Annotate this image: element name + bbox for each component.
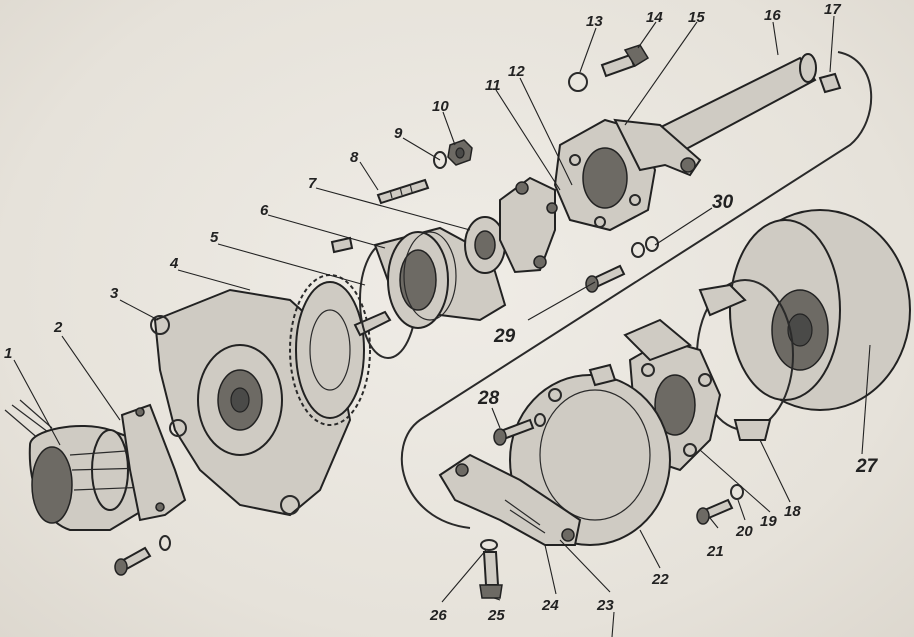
label-21: 21 <box>706 543 724 560</box>
label-30: 30 <box>712 192 734 213</box>
label-2: 2 <box>53 319 63 336</box>
label-6: 6 <box>260 202 269 219</box>
part-2-flange <box>120 403 187 522</box>
label-25: 25 <box>487 607 505 624</box>
part-17-key <box>818 72 842 94</box>
label-28: 28 <box>477 388 500 409</box>
part-labels: 1 2 3 4 5 6 7 8 9 10 11 12 13 14 15 16 1… <box>4 1 879 624</box>
key-small <box>330 236 354 254</box>
part-10-nut <box>447 139 473 166</box>
label-19: 19 <box>760 513 777 530</box>
label-14: 14 <box>646 9 663 26</box>
label-9: 9 <box>394 125 403 142</box>
label-5: 5 <box>210 229 219 246</box>
part-27-drum <box>729 209 911 411</box>
part-13-washer <box>568 72 588 92</box>
part-30-washers <box>631 236 659 258</box>
label-18: 18 <box>784 503 801 520</box>
label-10: 10 <box>432 98 449 115</box>
part-9-washer <box>433 151 447 169</box>
label-20: 20 <box>735 523 753 540</box>
part-29-bolt <box>585 264 626 293</box>
part-21-bolt <box>696 498 734 525</box>
part-20-washer <box>730 484 744 500</box>
part-7-bearing <box>464 216 506 274</box>
part-23-lever <box>438 453 582 546</box>
label-12: 12 <box>508 63 525 80</box>
part-28-bolt <box>493 413 546 446</box>
label-11: 11 <box>485 77 501 94</box>
part-25-bolt <box>479 551 503 599</box>
label-4: 4 <box>169 255 179 272</box>
part-11-yoke <box>499 176 558 274</box>
leader-lines <box>13 15 871 637</box>
label-1: 1 <box>4 345 12 362</box>
label-29: 29 <box>493 326 516 347</box>
bolt-lower-left <box>114 535 171 576</box>
label-23: 23 <box>596 597 614 614</box>
label-27: 27 <box>855 456 879 477</box>
label-7: 7 <box>308 175 317 192</box>
label-15: 15 <box>688 9 705 26</box>
label-13: 13 <box>586 13 603 30</box>
label-17: 17 <box>824 1 841 18</box>
label-3: 3 <box>110 285 119 302</box>
label-22: 22 <box>651 571 669 588</box>
part-16-shaft <box>613 53 817 177</box>
part-26-washer <box>480 539 498 551</box>
assembly-guide-curve <box>400 51 873 529</box>
label-16: 16 <box>764 7 781 24</box>
label-24: 24 <box>541 597 559 614</box>
label-8: 8 <box>350 149 359 166</box>
part-8-stud <box>376 178 430 205</box>
part-14-bolt <box>600 44 650 78</box>
label-26: 26 <box>429 607 447 624</box>
